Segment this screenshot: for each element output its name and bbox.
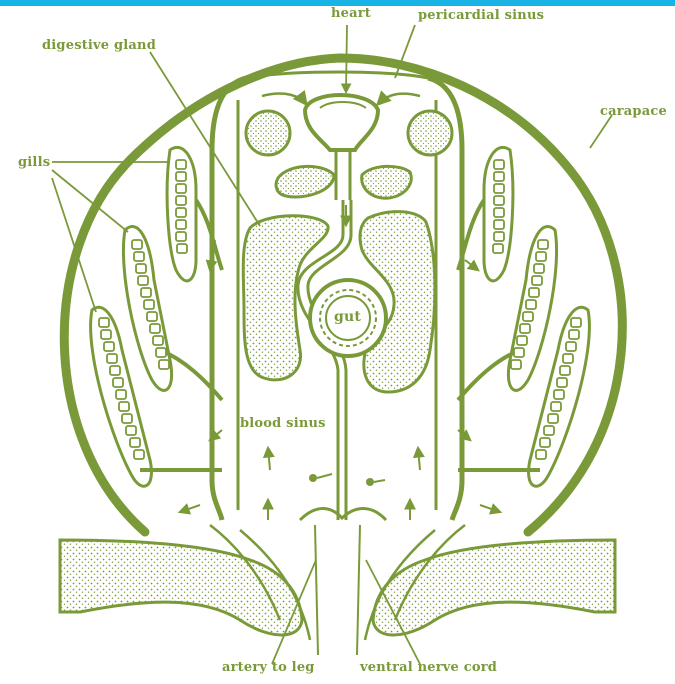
label-gills: gills <box>18 155 50 170</box>
upper-left-organ <box>246 111 290 155</box>
gill-lamellae-left <box>99 160 187 459</box>
label-blood-sinus: blood sinus <box>240 416 326 431</box>
label-ventral-nerve-cord: ventral nerve cord <box>360 660 497 675</box>
legs <box>60 525 615 655</box>
gill-lamellae-right <box>493 160 581 459</box>
ventral-structure <box>300 508 386 520</box>
label-pericardial-sinus: pericardial sinus <box>418 8 544 23</box>
label-gut: gut <box>334 309 361 325</box>
label-heart: heart <box>331 6 371 21</box>
label-carapace: carapace <box>600 104 667 119</box>
right-muscle <box>362 166 412 198</box>
upper-right-organ <box>408 111 452 155</box>
label-artery-to-leg: artery to leg <box>222 660 315 675</box>
label-digestive-gland: digestive gland <box>42 38 156 53</box>
left-muscle <box>276 166 334 197</box>
